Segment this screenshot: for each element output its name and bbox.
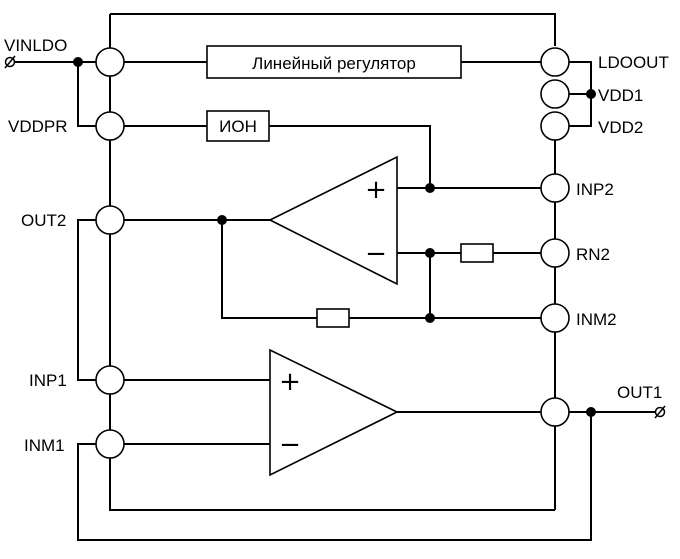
out2-external-loop	[77, 219, 96, 381]
pin-vddpr	[95, 111, 125, 141]
pin-vdd2	[540, 111, 570, 141]
label-vdd1: VDD1	[598, 86, 643, 105]
regulator-label: Линейный регулятор	[252, 54, 416, 73]
pin-inm1	[95, 429, 125, 459]
label-rn2: RN2	[576, 245, 610, 264]
wires	[14, 13, 656, 541]
label-inm2: INM2	[576, 310, 617, 329]
label-ldoout: LDOOUT	[598, 53, 669, 72]
pin-inp2	[540, 173, 570, 203]
reference-label: ИОН	[219, 117, 257, 136]
opamp-1: + −	[269, 348, 399, 477]
label-inp1: INP1	[29, 371, 67, 390]
feedback-wire	[221, 220, 430, 319]
pin-rn2	[540, 238, 570, 268]
label-out1: OUT1	[617, 383, 662, 402]
vinldo-to-vddpr	[77, 62, 96, 127]
resistor-rn2	[460, 243, 494, 263]
chip-left-rail	[109, 14, 555, 511]
junction-opamp2-output	[217, 215, 227, 225]
label-out2: OUT2	[21, 211, 66, 230]
label-inp2: INP2	[576, 180, 614, 199]
label-inm1: INM1	[24, 436, 65, 455]
opamp1-plus-sign: +	[279, 367, 301, 397]
terminal-vinldo	[4, 55, 16, 69]
pins	[95, 47, 570, 459]
junction-out1	[586, 407, 596, 417]
label-vinldo: VINLDO	[4, 36, 67, 55]
junction-inm2	[425, 313, 435, 323]
pin-vdd1	[540, 79, 570, 109]
inm1-external-loop	[77, 412, 592, 541]
resistor-feedback	[316, 308, 350, 328]
pin-ldoout	[540, 47, 570, 77]
pin-inp1	[95, 365, 125, 395]
label-vddpr: VDDPR	[8, 117, 68, 136]
linear-regulator-block: Линейный регулятор	[206, 45, 462, 79]
reference-block: ИОН	[206, 110, 270, 142]
junction-inp2	[425, 183, 435, 193]
pin-labels: VINLDO VDDPR OUT2 INP1 INM1 LDOOUT VDD1 …	[4, 36, 669, 455]
junction-vinldo	[73, 57, 83, 67]
terminal-out1	[654, 405, 666, 419]
opamp2-minus-sign: −	[365, 239, 387, 269]
pin-out2	[95, 205, 125, 235]
ion-output-wire	[269, 125, 431, 188]
label-vdd2: VDD2	[598, 118, 643, 137]
opamp2-plus-sign: +	[365, 175, 387, 205]
opamp1-minus-sign: −	[279, 430, 301, 460]
junctions	[73, 57, 596, 417]
pin-inm2	[540, 303, 570, 333]
pin-out1	[540, 397, 570, 427]
chip-top-edge	[110, 13, 556, 46]
pin-vinldo	[95, 47, 125, 77]
junction-minus-node	[425, 248, 435, 258]
opamp-2: + −	[268, 155, 398, 286]
junction-vdd	[586, 89, 596, 99]
